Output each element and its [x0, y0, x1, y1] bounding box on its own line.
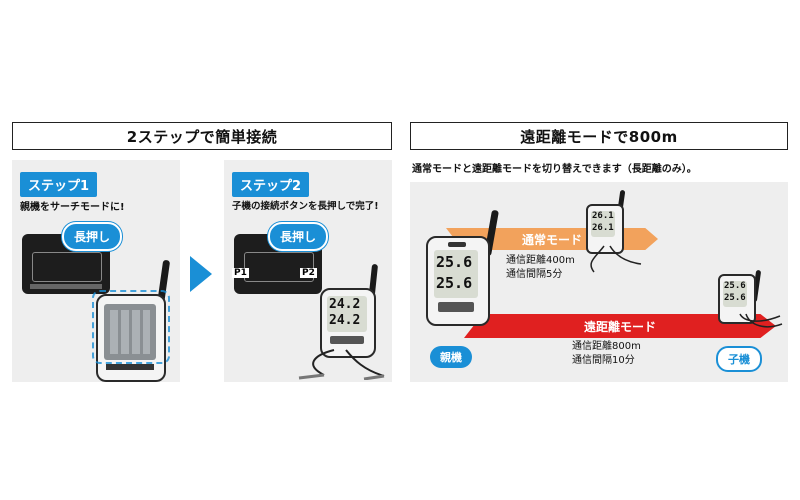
base-unit-panel: [32, 252, 102, 282]
step1-panel: ステップ1 親機をサーチモードに! 長押し: [12, 160, 180, 382]
child1-probe-cables: [590, 245, 642, 273]
step2-base-panel: [244, 252, 314, 282]
normal-mode-interval: 通信間隔5分: [506, 269, 563, 280]
normal-mode-info: 通信距離400m 通信間隔5分: [506, 254, 575, 282]
normal-mode-distance: 通信距離400m: [506, 255, 575, 266]
step1-caption: 親機をサーチモードに!: [20, 202, 125, 213]
long-mode-distance: 通信距離800m: [572, 341, 641, 352]
step2-display-bottom: 24.2: [329, 313, 361, 328]
child1-display-bottom: 26.1: [592, 223, 614, 233]
step2-panel: ステップ2 子機の接続ボタンを長押しで完了! P1 P2 長押し 24.2 24…: [224, 160, 392, 382]
child2-probe-cables: [739, 313, 783, 328]
p2-label: P2: [300, 268, 317, 278]
step2-child-device: 24.2 24.2: [320, 288, 376, 358]
step2-display-top: 24.2: [329, 297, 361, 312]
parent-device: 25.6 25.6: [426, 236, 490, 326]
step1-device-label: [106, 364, 154, 370]
parent-device-top: [448, 242, 466, 247]
step1-child-device: [96, 294, 166, 382]
right-section-title: 遠距離モードで800m: [410, 122, 788, 150]
step1-device-buttons: [110, 310, 150, 354]
step2-badge: ステップ2: [232, 172, 310, 197]
child2-lcd: 25.6 25.6: [723, 281, 747, 307]
parent-label: 親機: [430, 346, 472, 368]
child1-device: 26.1 26.1: [586, 204, 624, 254]
step1-badge: ステップ1: [20, 172, 98, 197]
normal-mode-label: 通常モード: [521, 232, 582, 247]
child2-display-bottom: 25.6: [724, 293, 746, 303]
parent-lcd: 25.6 25.6: [434, 250, 478, 298]
parent-buttons: [438, 302, 474, 312]
child2-display-top: 25.6: [724, 281, 746, 291]
child1-lcd: 26.1 26.1: [591, 211, 615, 237]
step2-caption: 子機の接続ボタンを長押しで完了!: [232, 201, 379, 212]
right-title-text: 遠距離モードで800m: [520, 127, 678, 146]
step1-glow-icon: [92, 290, 170, 364]
left-section-title: 2ステップで簡単接続: [12, 122, 392, 150]
long-mode-label: 遠距離モード: [583, 319, 656, 334]
p1-label: P1: [232, 268, 249, 278]
child1-display-top: 26.1: [592, 211, 614, 221]
long-mode-interval: 通信間隔10分: [572, 355, 635, 366]
right-caption: 通常モードと遠距離モードを切り替えできます（長距離のみ）。: [412, 164, 697, 175]
step2-probe-cables: [298, 349, 385, 380]
step2-device-buttons: [330, 336, 364, 344]
parent-display-bottom: 25.6: [436, 274, 473, 292]
child2-device: 25.6 25.6: [718, 274, 756, 324]
child-label: 子機: [716, 346, 762, 372]
step2-device-lcd: 24.2 24.2: [327, 296, 367, 332]
step1-long-press-bubble: 長押し: [62, 222, 123, 251]
next-step-arrow-icon: [190, 256, 212, 292]
long-mode-info: 通信距離800m 通信間隔10分: [572, 340, 641, 368]
long-range-panel: 通常モード 通信距離400m 通信間隔5分 遠距離モード 通信距離800m 通信…: [410, 182, 788, 382]
left-title-text: 2ステップで簡単接続: [126, 127, 278, 146]
base-unit-bottom-strip: [30, 284, 102, 289]
parent-display-top: 25.6: [436, 253, 473, 271]
step2-long-press-bubble: 長押し: [268, 222, 329, 251]
